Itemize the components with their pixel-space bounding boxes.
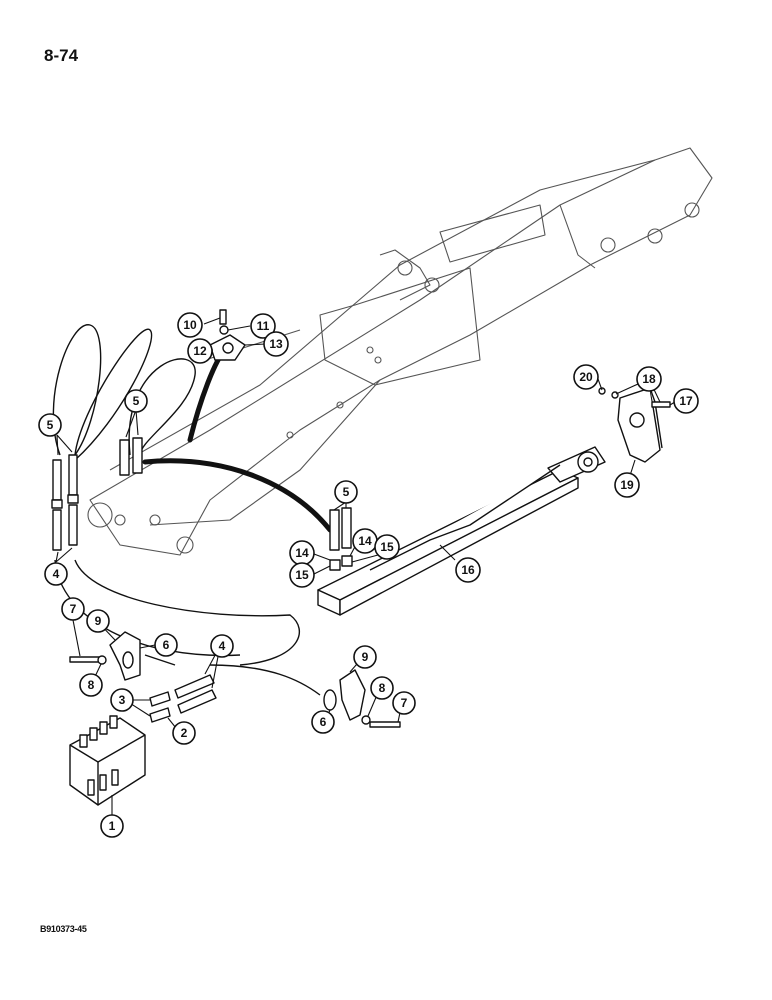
- svg-text:8: 8: [88, 678, 95, 692]
- callout-9-left: 9: [86, 609, 110, 633]
- svg-text:8: 8: [379, 681, 386, 695]
- callout-5-cylinder: 5: [334, 480, 358, 504]
- callout-6-left: 6: [154, 633, 178, 657]
- boom-frame: [87, 147, 713, 556]
- svg-text:18: 18: [642, 372, 656, 386]
- callout-15-left: 15: [289, 562, 315, 588]
- svg-text:16: 16: [461, 563, 475, 577]
- callout-1: 1: [100, 814, 124, 838]
- callout-4-lower: 4: [210, 634, 234, 658]
- svg-text:5: 5: [47, 418, 54, 432]
- svg-text:19: 19: [620, 478, 634, 492]
- callout-7-left: 7: [61, 597, 85, 621]
- callout-16: 16: [455, 557, 481, 583]
- callout-2: 2: [172, 721, 196, 745]
- hose-lines: [52, 324, 333, 696]
- svg-text:2: 2: [181, 726, 188, 740]
- svg-text:15: 15: [295, 568, 309, 582]
- clamp-assembly-top: [209, 309, 246, 361]
- svg-text:12: 12: [193, 344, 207, 358]
- svg-text:7: 7: [401, 696, 408, 710]
- svg-text:15: 15: [380, 540, 394, 554]
- svg-text:4: 4: [53, 567, 60, 581]
- callout-14-right: 14: [352, 528, 378, 554]
- callout-10: 10: [177, 312, 203, 338]
- valve-fittings: [149, 674, 217, 723]
- hydraulic-cylinder: [317, 446, 606, 616]
- svg-text:4: 4: [219, 639, 226, 653]
- callout-8-left: 8: [79, 673, 103, 697]
- svg-text:5: 5: [133, 394, 140, 408]
- callout-5-left: 5: [38, 413, 62, 437]
- fittings-4-left: [52, 504, 78, 551]
- callout-19: 19: [614, 472, 640, 498]
- callout-6-right: 6: [311, 710, 335, 734]
- callout-13: 13: [263, 331, 289, 357]
- callout-9-right: 9: [353, 645, 377, 669]
- callout-18: 18: [636, 366, 662, 392]
- svg-text:1: 1: [109, 819, 116, 833]
- callout-12: 12: [187, 338, 213, 364]
- svg-text:3: 3: [119, 693, 126, 707]
- control-valve: [69, 715, 146, 806]
- fittings-5-center: [119, 437, 143, 476]
- svg-text:7: 7: [70, 602, 77, 616]
- svg-text:14: 14: [358, 534, 372, 548]
- callout-7-right: 7: [392, 691, 416, 715]
- reference-code: B910373-45: [40, 924, 87, 934]
- svg-text:9: 9: [362, 650, 369, 664]
- svg-text:13: 13: [269, 337, 283, 351]
- svg-text:6: 6: [163, 638, 170, 652]
- clamp-assembly-lower-right: [323, 669, 401, 728]
- svg-text:20: 20: [579, 370, 593, 384]
- callout-3: 3: [110, 688, 134, 712]
- callout-20: 20: [573, 364, 599, 390]
- callout-8-right: 8: [370, 676, 394, 700]
- callout-14-left: 14: [289, 540, 315, 566]
- page-number: 8-74: [44, 46, 79, 65]
- callout-15-right: 15: [374, 534, 400, 560]
- svg-text:9: 9: [95, 614, 102, 628]
- callout-5-center: 5: [124, 389, 148, 413]
- svg-text:6: 6: [320, 715, 327, 729]
- svg-text:14: 14: [295, 546, 309, 560]
- svg-text:5: 5: [343, 485, 350, 499]
- clamp-assembly-lower-left: [69, 631, 141, 681]
- fittings-5-left: [51, 454, 79, 509]
- svg-text:11: 11: [257, 319, 270, 333]
- callout-4-upper: 4: [44, 562, 68, 586]
- callout-11: 11: [250, 313, 276, 339]
- fittings-5-cylinder: [329, 507, 352, 551]
- svg-text:10: 10: [183, 318, 197, 332]
- callout-17: 17: [673, 388, 699, 414]
- mounting-bracket: [598, 387, 671, 463]
- svg-text:17: 17: [679, 394, 693, 408]
